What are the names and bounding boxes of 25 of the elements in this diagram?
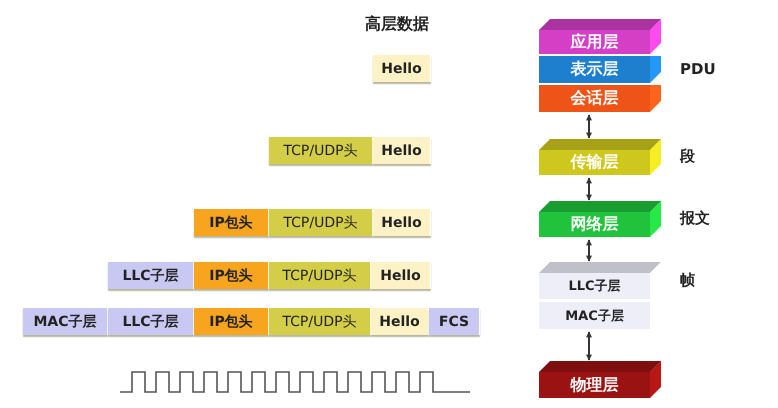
payload-cell: Hello — [373, 209, 431, 236]
double-arrow — [586, 114, 592, 139]
payload-cell: Hello — [373, 137, 431, 164]
column-heading: 高层数据 — [365, 14, 429, 35]
payload-cell: Hello — [371, 262, 431, 289]
ip-header-cell: IP包头 — [194, 209, 269, 236]
sublayer-header-cell: FCS — [429, 308, 480, 335]
tcp-udp-header-cell: TCP/UDP头 — [269, 209, 373, 236]
ip-header-cell: IP包头 — [194, 262, 269, 289]
tcp-udp-header-cell: TCP/UDP头 — [269, 308, 371, 335]
tcp-udp-header-cell: TCP/UDP头 — [269, 262, 371, 289]
pdu-name-label: 帧 — [680, 270, 695, 290]
pdu-name-label: PDU — [680, 60, 716, 78]
sublayer-header-cell: MAC子层 — [23, 308, 108, 335]
payload-cell: Hello — [371, 308, 429, 335]
pdu-name-label: 报文 — [680, 209, 710, 228]
sublayer-header-cell: LLC子层 — [108, 308, 194, 335]
double-arrow — [586, 239, 592, 262]
tcp-udp-header-cell: TCP/UDP头 — [269, 137, 373, 164]
sublayer-header-cell: LLC子层 — [108, 262, 194, 289]
payload-cell: Hello — [373, 55, 431, 82]
pdu-name-label: 段 — [680, 147, 695, 166]
ip-header-cell: IP包头 — [194, 308, 269, 335]
double-arrow — [586, 331, 592, 361]
double-arrow — [586, 177, 592, 201]
